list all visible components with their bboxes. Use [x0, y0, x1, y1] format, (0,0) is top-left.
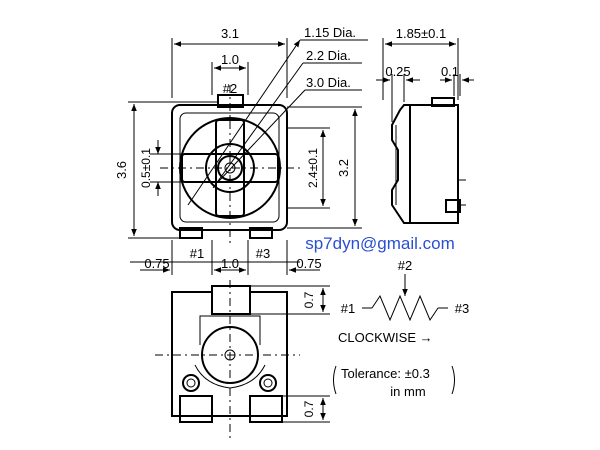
bottom-pad-top	[211, 285, 251, 315]
pin1-tab	[179, 227, 203, 239]
side-body	[409, 104, 459, 224]
dim-bottom-left: 0.75	[144, 256, 169, 271]
dim-side-a: 0.25	[385, 64, 410, 79]
bottom-view	[155, 280, 330, 440]
dim-inner-height: 2.4±0.1	[306, 148, 320, 188]
schematic-right-label: #3	[455, 301, 469, 316]
bottom-pad-left	[179, 395, 213, 423]
pin3-label: #3	[256, 246, 270, 261]
dim-dia-large: 3.0 Dia.	[306, 75, 351, 90]
side-view	[376, 38, 474, 224]
tolerance-line1: Tolerance: ±0.3	[341, 366, 430, 381]
side-top-tab	[431, 97, 455, 107]
bottom-pad-right	[249, 395, 283, 423]
dim-pad-bottom: 0.7	[302, 400, 316, 417]
dim-bottom-mid: 1.0	[221, 256, 239, 271]
dim-side-b: 0.1	[441, 64, 459, 79]
dim-body-height: 3.2	[336, 159, 351, 177]
dim-pad-top: 0.7	[302, 291, 316, 308]
pin2-label-top: #2	[223, 81, 237, 96]
dim-offset: 0.5±0.1	[139, 148, 153, 188]
dim-overall-width: 3.1	[221, 26, 239, 41]
tolerance-line2: in mm	[390, 384, 425, 399]
side-terminal-left	[391, 104, 411, 224]
dim-dia-small: 1.15 Dia.	[304, 25, 356, 40]
schematic-symbol	[362, 274, 448, 322]
top-view	[128, 38, 368, 275]
side-bottom-tab	[445, 199, 461, 213]
dim-pin2-width: 1.0	[221, 52, 239, 67]
schematic-left-label: #1	[341, 301, 355, 316]
watermark-email: sp7dyn@gmail.com	[305, 234, 455, 253]
resistor-zigzag	[371, 294, 439, 322]
dim-dia-mid: 2.2 Dia.	[306, 48, 351, 63]
dim-side-width: 1.85±0.1	[396, 26, 447, 41]
dim-bottom-right: 0.75	[296, 256, 321, 271]
pin3-tab	[249, 227, 273, 239]
schematic-wiper-label: #2	[398, 258, 412, 273]
dim-height-total: 3.6	[114, 161, 129, 179]
schematic-direction: CLOCKWISE →	[338, 330, 433, 345]
pin1-label: #1	[190, 246, 204, 261]
